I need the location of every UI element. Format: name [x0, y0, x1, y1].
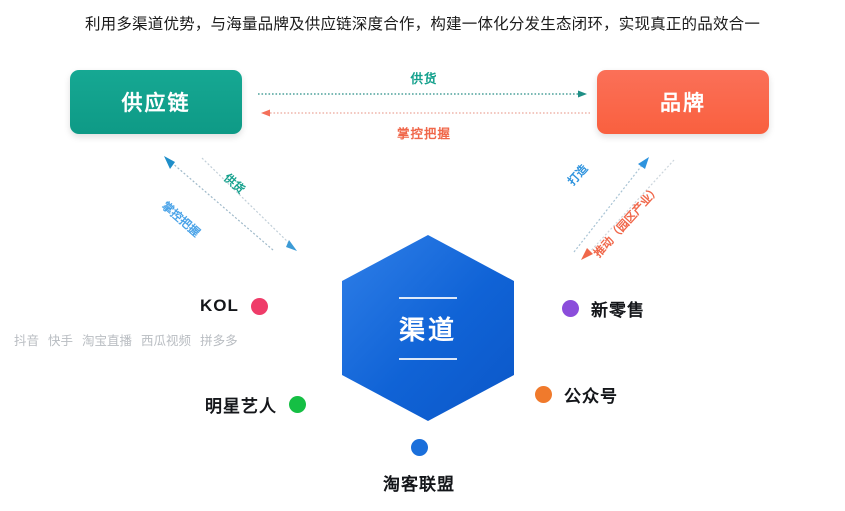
channel-node-taoke-alliance-label: 淘客联盟 — [383, 475, 455, 494]
connector-supply-brand: 供货 掌控把握 — [256, 60, 592, 146]
page-title: 利用多渠道优势，与海量品牌及供应链深度合作，构建一体化分发生态闭环，实现真正的品… — [84, 16, 761, 33]
connector-channel-supply: 供货 掌控把握 — [155, 150, 300, 260]
node-brand: 品牌 — [597, 70, 769, 134]
connector-channel-supply-arrows — [164, 156, 297, 251]
node-channel: 渠道 — [340, 233, 516, 423]
kol-dot-icon — [250, 297, 268, 315]
channel-node-official-account-label: 公众号 — [564, 387, 618, 406]
connector-supply-to-brand-label: 供货 — [410, 72, 438, 86]
channel-node-kol-label: KOL — [200, 296, 239, 315]
connector-brand-to-supply-label: 掌控把握 — [396, 127, 451, 141]
platform-item: 淘宝直播 — [82, 334, 133, 348]
platform-item: 快手 — [48, 334, 74, 348]
hexagon-shape — [342, 235, 514, 421]
channel-node-taoke-alliance: 淘客联盟 — [383, 439, 455, 495]
node-supply-chain-label: 供应链 — [121, 92, 191, 115]
channel-node-celebrity-label: 明星艺人 — [205, 397, 277, 416]
node-supply-chain: 供应链 — [70, 70, 242, 134]
official-account-dot-icon — [535, 386, 552, 403]
platform-item: 西瓜视频 — [141, 334, 192, 348]
channel-node-kol: KOL — [200, 296, 268, 316]
platform-list: 抖音 快手 淘宝直播 西瓜视频 拼多多 — [14, 330, 238, 349]
channel-node-celebrity: 明星艺人 — [205, 392, 306, 417]
connector-channel-brand: 打造 推动（园区产业） — [548, 150, 696, 262]
new-retail-dot-icon — [562, 300, 579, 317]
platform-item: 抖音 — [14, 334, 40, 348]
platform-item: 拼多多 — [200, 334, 238, 348]
connector-channel-brand-arrows — [573, 157, 675, 260]
channel-node-new-retail-label: 新零售 — [591, 301, 645, 320]
channel-node-new-retail: 新零售 — [562, 296, 645, 321]
channel-node-official-account: 公众号 — [535, 382, 618, 407]
node-brand-label: 品牌 — [660, 92, 706, 115]
connector-supply-brand-arrows — [258, 90, 590, 117]
taoke-alliance-dot-icon — [410, 439, 428, 456]
celebrity-dot-icon — [289, 396, 306, 413]
